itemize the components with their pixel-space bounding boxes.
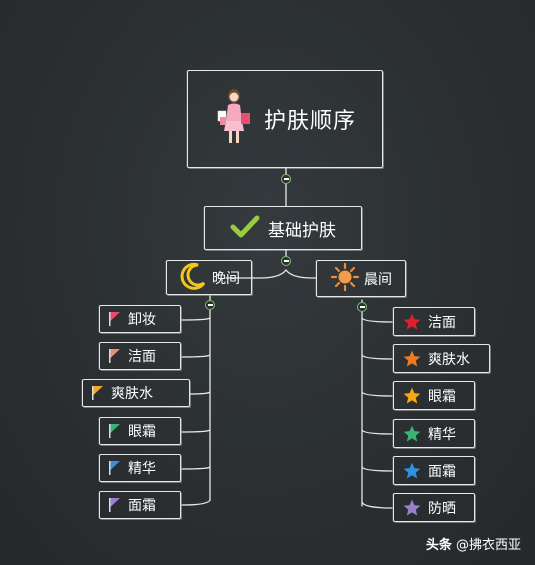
star-icon [403,425,421,441]
collapse-toggle-basic[interactable] [281,256,291,266]
checkmark-icon [230,214,260,242]
star-icon [403,499,421,515]
morning-step-4[interactable]: 精华 [393,419,475,448]
star-icon [403,313,421,329]
morning-label: 晨间 [364,271,392,288]
star-icon [403,387,421,403]
evening-label: 晚间 [212,270,240,287]
collapse-toggle-morning[interactable] [357,302,367,312]
morning-step-5[interactable]: 面霜 [393,456,475,485]
basic-skincare-node[interactable]: 基础护肤 [204,206,362,250]
collapse-toggle-evening[interactable] [205,300,215,310]
morning-step-label: 面霜 [428,463,456,480]
morning-step-3[interactable]: 眼霜 [393,381,475,410]
evening-step-6[interactable]: 面霜 [99,491,181,519]
evening-step-3[interactable]: 爽肤水 [82,379,190,407]
flag-icon [109,349,120,363]
root-node[interactable]: 护肤顺序 [187,70,383,168]
watermark: 头条 @拂衣西亚 [426,534,521,553]
evening-node[interactable]: 晚间 [166,260,252,295]
flag-icon [109,498,120,512]
watermark-source: 头条 [425,538,452,553]
evening-step-label: 眼霜 [128,424,156,440]
evening-step-label: 精华 [128,461,156,477]
star-icon [403,462,421,478]
morning-step-label: 精华 [428,426,456,443]
sun-icon [330,262,360,296]
flag-icon [109,312,120,326]
morning-step-2[interactable]: 爽肤水 [393,344,490,373]
evening-step-2[interactable]: 洁面 [99,342,181,370]
evening-step-1[interactable]: 卸妆 [99,305,181,333]
evening-step-label: 洁面 [128,349,156,365]
morning-step-label: 洁面 [428,314,456,331]
flag-icon [109,461,120,475]
basic-skincare-label: 基础护肤 [268,220,336,241]
crescent-moon-icon [178,261,208,295]
collapse-toggle-root[interactable] [281,174,291,184]
morning-step-label: 防晒 [428,500,456,517]
flag-icon [109,424,120,438]
morning-step-label: 眼霜 [428,388,456,405]
flag-icon [92,386,103,400]
morning-step-1[interactable]: 洁面 [393,307,475,336]
woman-shopping-icon [214,87,254,151]
watermark-author: @拂衣西亚 [455,538,521,553]
evening-step-label: 爽肤水 [111,386,153,402]
evening-step-5[interactable]: 精华 [99,454,181,482]
evening-step-4[interactable]: 眼霜 [99,417,181,445]
evening-step-label: 卸妆 [128,312,156,328]
morning-step-6[interactable]: 防晒 [393,493,475,522]
morning-node[interactable]: 晨间 [316,260,406,297]
root-title: 护肤顺序 [263,109,356,134]
star-icon [403,350,421,366]
morning-step-label: 爽肤水 [428,351,470,368]
evening-step-label: 面霜 [128,498,156,514]
